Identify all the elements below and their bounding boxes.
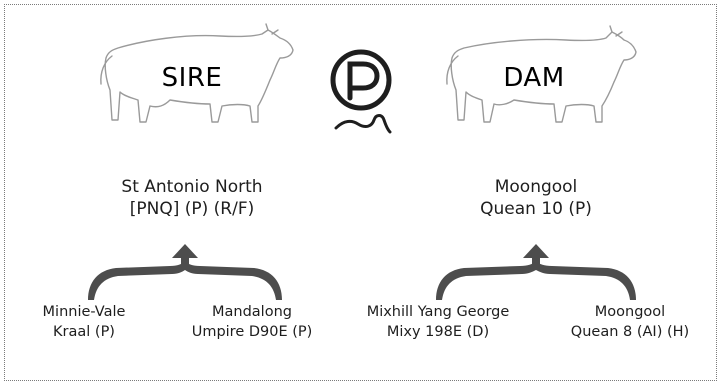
dam-dam: Moongool Quean 8 (AI) (H) bbox=[550, 302, 710, 343]
dam-name-line2: Quean 10 (P) bbox=[480, 199, 592, 220]
dam-sire-line2: Mixy 198E (D) bbox=[386, 324, 490, 341]
sire-parents-bracket bbox=[88, 244, 282, 300]
dam-parents-bracket bbox=[436, 244, 636, 300]
sire-label: SIRE bbox=[162, 63, 223, 93]
sire-name-line1: St Antonio North bbox=[121, 177, 263, 197]
sire-name: St Antonio North [PNQ] (P) (R/F) bbox=[92, 176, 292, 220]
sire-name-line2: [PNQ] (P) (R/F) bbox=[129, 199, 255, 220]
sire-dam-line1: Mandalong bbox=[212, 304, 292, 320]
dam-name-line1: Moongool bbox=[494, 177, 578, 197]
sire-sire-line2: Kraal (P) bbox=[53, 324, 115, 341]
sire-cow-icon bbox=[100, 23, 294, 123]
dam-dam-line2: Quean 8 (AI) (H) bbox=[570, 324, 690, 341]
dam-name: Moongool Quean 10 (P) bbox=[436, 176, 636, 220]
sire-dam: Mandalong Umpire D90E (P) bbox=[172, 302, 332, 343]
sire-sire: Minnie-Vale Kraal (P) bbox=[14, 302, 154, 343]
dotted-border bbox=[4, 4, 717, 381]
dam-label: DAM bbox=[503, 63, 564, 93]
dam-sire: Mixhill Yang George Mixy 198E (D) bbox=[348, 302, 528, 343]
dam-cow-icon bbox=[446, 25, 637, 123]
sire-dam-line2: Umpire D90E (P) bbox=[191, 324, 313, 341]
sire-sire-line1: Minnie-Vale bbox=[42, 304, 126, 320]
polled-p-icon bbox=[330, 49, 392, 134]
dam-sire-line1: Mixhill Yang George bbox=[366, 304, 510, 320]
dam-dam-line1: Moongool bbox=[594, 304, 666, 320]
